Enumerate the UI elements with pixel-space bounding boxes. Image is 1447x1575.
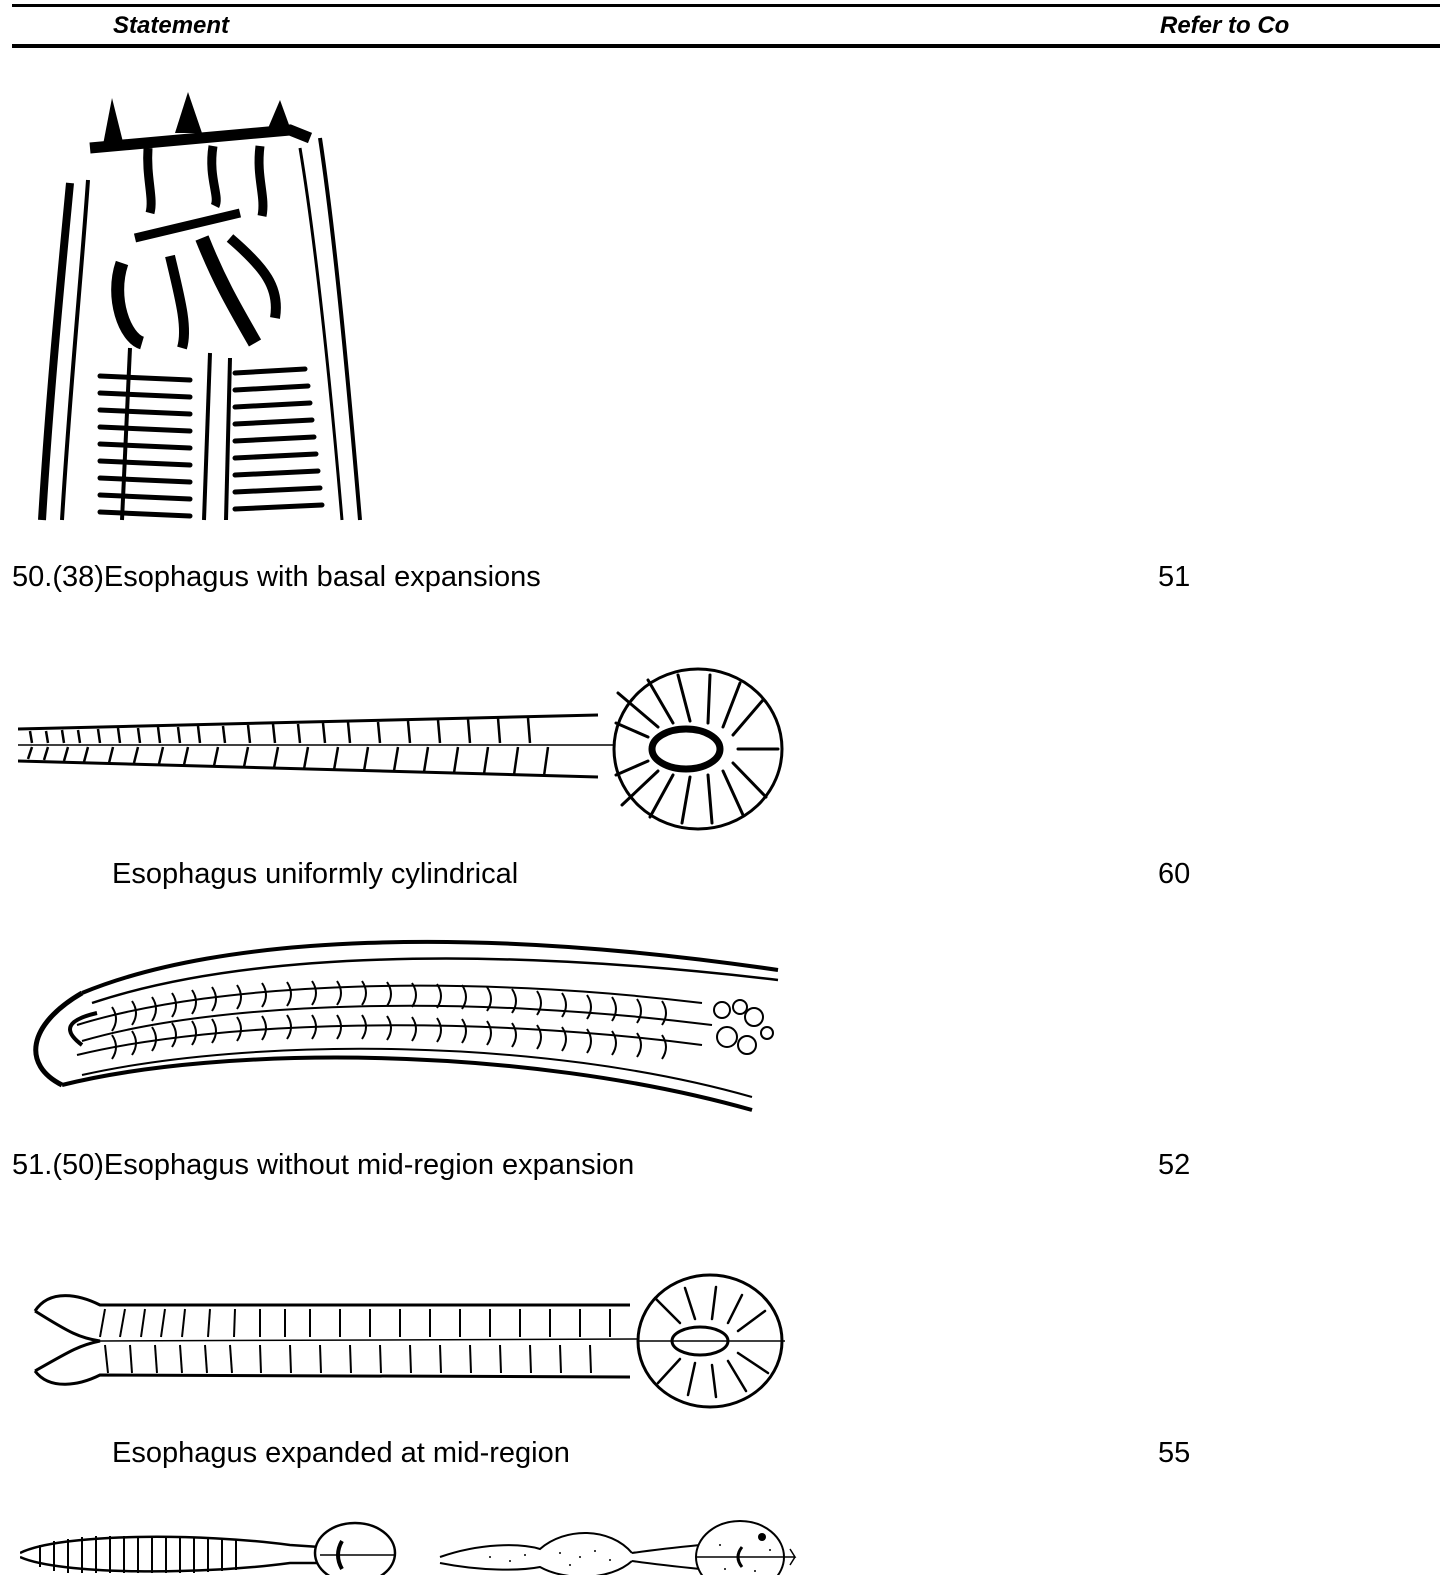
esophagus-basal-bulb-illustration [18,665,788,835]
couplet-51a-refer[interactable]: 52 [1158,1149,1190,1182]
couplet-50a-statement: 50.(38)Esophagus with basal expansions [12,561,541,594]
couplet-51b-statement: Esophagus expanded at mid-region [112,1437,570,1470]
cylindrical-esophagus-illustration [22,925,782,1120]
top-rule [12,4,1440,7]
couplet-50b-refer[interactable]: 60 [1158,858,1190,891]
couplet-50b-statement: Esophagus uniformly cylindrical [112,858,518,891]
couplet-51b-refer[interactable]: 55 [1158,1437,1190,1470]
header-rule [12,44,1440,48]
refer-column-header: Refer to Co [1160,12,1289,40]
couplet-50a-refer[interactable]: 51 [1158,561,1190,594]
esophagus-midbulb-illustration [20,1505,805,1575]
statement-column-header: Statement [113,12,229,40]
nematode-head-illustration [30,88,370,528]
couplet-51a-statement: 51.(50)Esophagus without mid-region expa… [12,1149,634,1182]
esophagus-no-midbulb-illustration [30,1273,790,1413]
